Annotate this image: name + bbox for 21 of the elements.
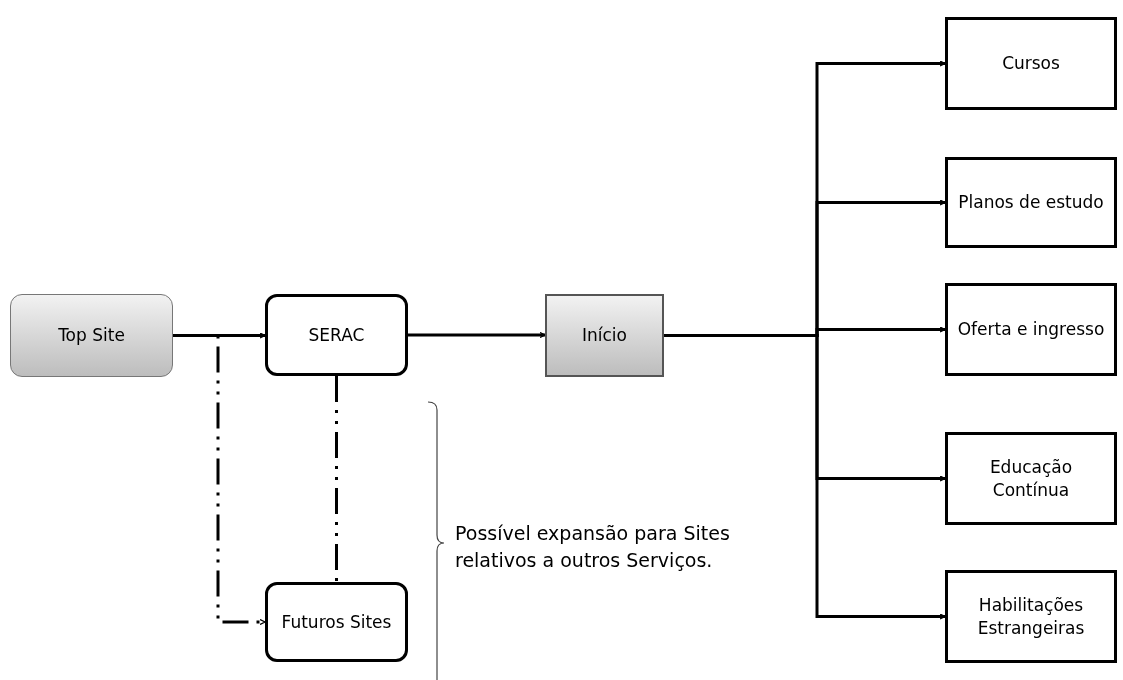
node-label: Top Site (58, 324, 125, 347)
node-label: Planos de estudo (958, 191, 1104, 214)
node-label: Cursos (1002, 52, 1060, 75)
node-label: Habilitações Estrangeiras (976, 594, 1086, 639)
rounded-box (265, 582, 408, 662)
annotation-text: Possível expansão para Sites relativos a outros Serviços. (455, 521, 731, 573)
node-label: Educação Contínua (988, 456, 1074, 501)
process-box (945, 432, 1117, 525)
node-label: SERAC (308, 323, 365, 347)
dash-dot-arrow (173, 334, 266, 626)
process-box (545, 294, 664, 377)
process-box (945, 17, 1117, 110)
process-box (945, 157, 1117, 248)
node-label: Início (582, 324, 627, 347)
rounded-box (10, 294, 173, 377)
node-label: Futuros Sites (281, 610, 392, 634)
process-box (945, 283, 1117, 376)
rounded-box (265, 294, 408, 376)
process-box (945, 570, 1117, 663)
node-label: Oferta e ingresso (957, 318, 1105, 341)
arrow (408, 331, 546, 339)
